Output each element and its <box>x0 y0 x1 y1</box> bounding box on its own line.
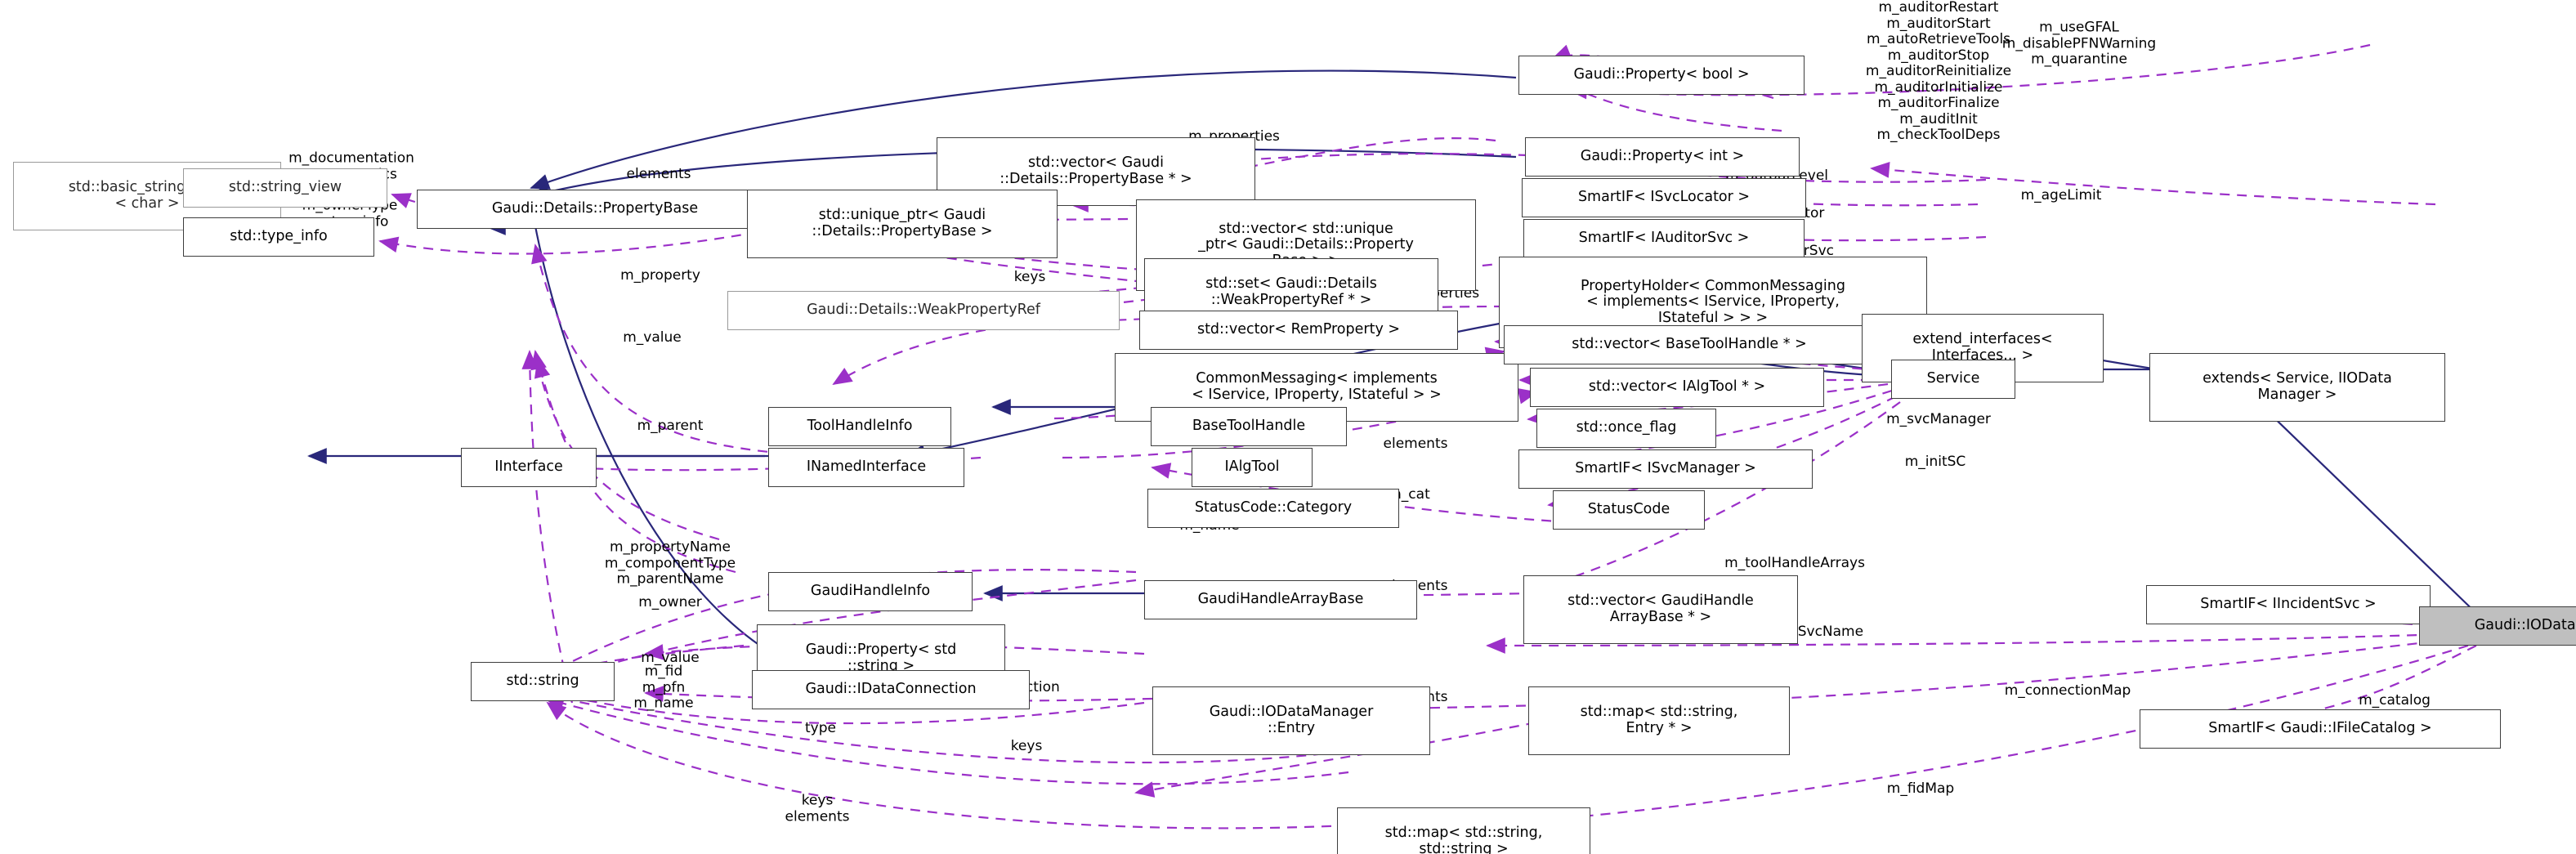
class-node-smartif_isvclocator[interactable]: SmartIF< ISvcLocator > <box>1522 178 1806 217</box>
edge-label-lbl_propertyname: m_propertyName m_componentType m_parentN… <box>604 539 736 588</box>
edge-label-lbl_value_bottom: m_value <box>641 650 700 667</box>
edge-label-lbl_connectionmap: m_connectionMap <box>2004 682 2131 700</box>
class-node-weak_property_ref[interactable]: Gaudi::Details::WeakPropertyRef <box>727 291 1120 330</box>
class-node-property_int[interactable]: Gaudi::Property< int > <box>1525 137 1800 177</box>
class-node-idataconnection[interactable]: Gaudi::IDataConnection <box>752 670 1030 709</box>
class-node-base_tool_handle[interactable]: BaseToolHandle <box>1151 407 1347 446</box>
class-node-smartif_isvcmanager[interactable]: SmartIF< ISvcManager > <box>1518 449 1813 489</box>
edge-label-lbl_keys_elements: keys elements <box>785 792 850 825</box>
class-node-status_code_category[interactable]: StatusCode::Category <box>1147 489 1399 528</box>
edge-label-lbl_elements_top: elements <box>626 166 691 183</box>
edge-label-lbl_keys_weak: keys <box>1013 269 1046 286</box>
class-node-inamed_interface[interactable]: INamedInterface <box>768 448 964 487</box>
class-node-vector_gaudi_handle_array[interactable]: std::vector< GaudiHandle ArrayBase * > <box>1523 575 1798 644</box>
class-node-smartif_ifilecatalog[interactable]: SmartIF< Gaudi::IFileCatalog > <box>2140 709 2501 749</box>
edge-label-lbl_value_top: m_value <box>623 329 682 347</box>
class-node-tool_handle_info[interactable]: ToolHandleInfo <box>768 407 951 446</box>
edge-iinterface-chain <box>531 244 785 455</box>
class-node-extends_service[interactable]: extends< Service, IIOData Manager > <box>2149 353 2445 422</box>
edge-label-lbl_auditor_block: m_auditorRestart m_auditorStart m_autoRe… <box>1865 0 2012 144</box>
edge-label-lbl_toolhandlearrays: m_toolHandleArrays <box>1724 555 1865 572</box>
class-node-once_flag[interactable]: std::once_flag <box>1536 409 1716 448</box>
edge-agelimit <box>1870 162 2436 206</box>
edge-label-lbl_usegfal_block: m_useGFAL m_disablePFNWarning m_quaranti… <box>2001 19 2157 68</box>
edge-label-lbl_fid_pfn_name: m_fid m_pfn m_name <box>633 663 694 712</box>
edge-label-lbl_catalog: m_catalog <box>2359 692 2431 709</box>
class-node-smartif_iauditorsvc[interactable]: SmartIF< IAuditorSvc > <box>1523 219 1805 258</box>
edge-string-up2 <box>530 350 720 541</box>
class-node-vector_base_tool_handle[interactable]: std::vector< BaseToolHandle * > <box>1504 325 1875 364</box>
class-node-std_string[interactable]: std::string <box>471 662 615 701</box>
edge-label-lbl_svcmanager: m_svcManager <box>1886 411 1991 428</box>
class-node-map_string_entry[interactable]: std::map< std::string, Entry * > <box>1528 686 1790 755</box>
class-node-iinterface[interactable]: IInterface <box>461 448 597 487</box>
class-node-property_bool[interactable]: Gaudi::Property< bool > <box>1518 56 1805 95</box>
edge-label-lbl_parent: m_parent <box>637 418 704 435</box>
edge-label-lbl_agelimit: m_ageLimit <box>2020 187 2102 204</box>
class-node-unique_ptr_property_base[interactable]: std::unique_ptr< Gaudi ::Details::Proper… <box>747 190 1058 258</box>
class-node-property_base[interactable]: Gaudi::Details::PropertyBase <box>417 190 773 229</box>
edge-label-lbl_fidmap: m_fidMap <box>1886 780 1955 798</box>
edge-label-lbl_initsc: m_initSC <box>1904 454 1966 471</box>
class-node-gaudi_handle_info[interactable]: GaudiHandleInfo <box>768 572 973 611</box>
edge-label-lbl_keys_mid: keys <box>1010 738 1043 755</box>
edge-label-lbl_owner: m_owner <box>638 594 702 611</box>
class-node-map_string_string_bottom[interactable]: std::map< std::string, std::string > <box>1337 807 1590 854</box>
class-node-service[interactable]: Service <box>1891 360 2015 399</box>
class-node-vector_rem_property[interactable]: std::vector< RemProperty > <box>1139 311 1458 350</box>
edge-label-lbl_property: m_property <box>620 267 700 284</box>
class-node-ialgtool[interactable]: IAlgTool <box>1192 448 1313 487</box>
class-node-gaudi_handle_array_base[interactable]: GaudiHandleArrayBase <box>1144 580 1417 619</box>
edge-label-lbl_elements_ialg: elements <box>1383 436 1448 453</box>
edge-property-string-to-propertybase <box>525 203 761 646</box>
class-node-smartif_iincidentsvc[interactable]: SmartIF< IIncidentSvc > <box>2146 585 2431 624</box>
class-node-string_view[interactable]: std::string_view <box>183 168 387 208</box>
edge-string-vertical-up <box>521 350 574 704</box>
class-node-iodatamanager[interactable]: Gaudi::IODataManager <box>2419 606 2576 646</box>
edge-label-lbl_type: type <box>805 720 836 737</box>
class-node-type_info[interactable]: std::type_info <box>183 217 374 257</box>
class-node-iodatamanager_entry[interactable]: Gaudi::IODataManager ::Entry <box>1152 686 1430 755</box>
class-node-status_code[interactable]: StatusCode <box>1553 490 1705 530</box>
class-node-vector_ialgtool[interactable]: std::vector< IAlgTool * > <box>1530 368 1824 407</box>
